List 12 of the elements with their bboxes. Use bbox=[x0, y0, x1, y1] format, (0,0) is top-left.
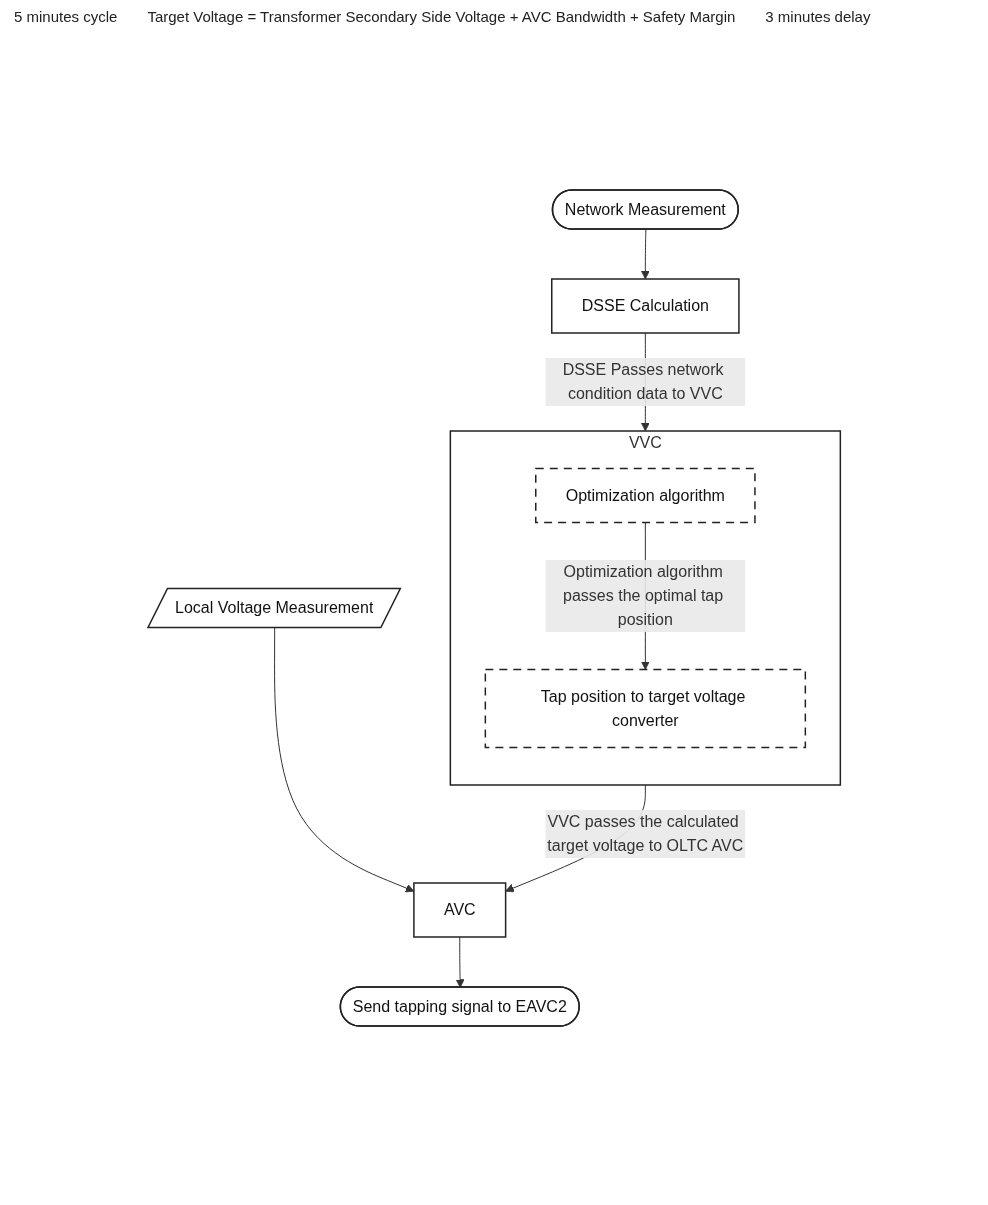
edge-label: VVC passes the calculated target voltage to OLTC AVC bbox=[547, 813, 744, 854]
note-text: Target Voltage = Transformer Secondary Side Voltage + AVC Bandwidth + Safety Margin bbox=[147, 8, 736, 25]
node-box: AVC bbox=[413, 882, 507, 938]
note-text: 3 minutes delay bbox=[765, 8, 871, 25]
node-box: Tap position to target voltage converter bbox=[484, 668, 806, 749]
edge-label: DSSE Passes network condition data to VVC bbox=[562, 361, 724, 402]
note-text: 5 minutes cycle bbox=[14, 8, 118, 25]
arrow bbox=[455, 936, 465, 988]
arrow bbox=[640, 229, 650, 280]
node-box: DSSE Calculation bbox=[550, 278, 740, 334]
edge-label: Optimization algorithm passes the optimal tap position bbox=[562, 563, 723, 628]
node-box: Optimization algorithm bbox=[534, 467, 756, 524]
